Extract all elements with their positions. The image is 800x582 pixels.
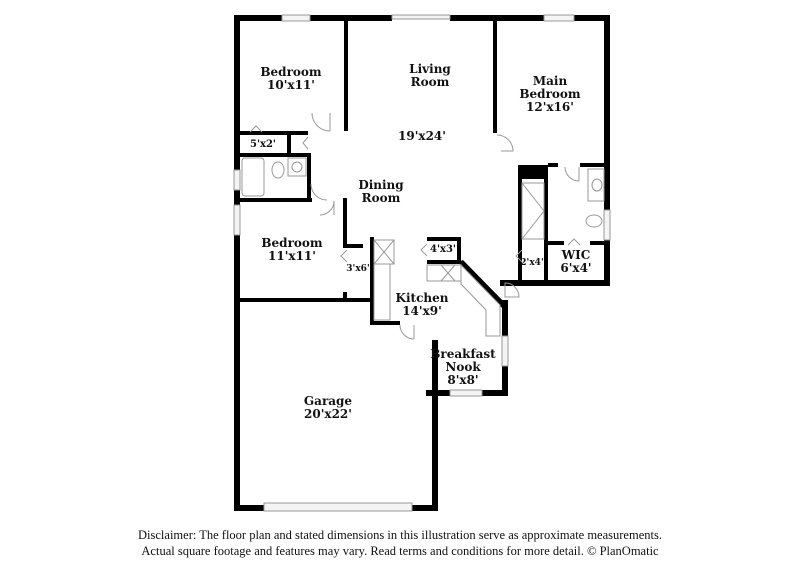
windows <box>233 14 611 512</box>
room-name: Garage <box>303 394 353 408</box>
room-name-line1: Dining <box>358 178 404 192</box>
room-dims: 12'x16' <box>526 100 574 114</box>
room-label-closet-3: 2'x4' <box>520 258 543 268</box>
room-dims: 3'x6' <box>346 264 370 274</box>
room-name-line1: Breakfast <box>430 347 496 361</box>
room-name: Bedroom <box>261 236 323 250</box>
room-dims: 20'x22' <box>304 407 352 421</box>
room-dims: 5'x2' <box>249 139 277 150</box>
room-name-line1: Main <box>532 74 568 88</box>
room-dims: 10'x11' <box>267 78 315 92</box>
disclaimer: Disclaimer: The floor plan and stated di… <box>0 527 800 559</box>
room-label-closet-1: 5'x2' <box>250 139 276 150</box>
room-name: Bedroom <box>260 65 322 79</box>
room-dims: 4'x3' <box>429 244 457 255</box>
room-dims: 8'x8' <box>447 373 479 387</box>
room-label-wic: WIC 6'x4' <box>560 249 591 275</box>
disclaimer-line-2: Actual square footage and features may v… <box>141 544 659 558</box>
room-name-line2: Bedroom <box>519 87 581 101</box>
toilet <box>271 161 285 179</box>
room-dims: 14'x9' <box>402 304 442 318</box>
interior-walls <box>240 21 606 325</box>
room-dims: 2'x4' <box>520 258 544 268</box>
room-label-kitchen: Kitchen 14'x9' <box>396 292 449 318</box>
room-dims: 6'x4' <box>560 261 592 275</box>
room-name-line2: Room <box>361 191 401 205</box>
room-dims-living-room: 19'x24' <box>398 130 446 143</box>
room-label-breakfast-nook: Breakfast Nook 8'x8' <box>430 348 495 387</box>
room-label-pantry: 4'x3' <box>430 244 456 255</box>
fixtures <box>241 157 605 337</box>
room-name-line2: Nook <box>445 360 481 374</box>
room-label-bedroom-1: Bedroom 10'x11' <box>260 66 321 92</box>
disclaimer-line-1: Disclaimer: The floor plan and stated di… <box>138 528 662 542</box>
room-label-garage: Garage 20'x22' <box>304 395 352 421</box>
bathtub <box>241 157 265 197</box>
room-label-dining-room: Dining Room <box>358 179 403 205</box>
room-label-bedroom-2: Bedroom 11'x11' <box>261 237 322 263</box>
room-name: WIC <box>561 248 591 262</box>
counter <box>426 264 462 282</box>
exterior-walls <box>234 15 610 511</box>
master-toilet <box>585 214 603 228</box>
room-name-line1: Living <box>409 62 451 76</box>
doors <box>249 112 581 340</box>
room-dims: 19'x24' <box>398 129 446 143</box>
room-label-living-room: Living Room <box>409 63 451 89</box>
room-name: Kitchen <box>395 291 449 305</box>
room-name-line2: Room <box>410 75 450 89</box>
shower <box>521 182 545 240</box>
room-dims: 11'x11' <box>268 249 316 263</box>
room-label-closet-2: 3'x6' <box>346 264 369 274</box>
room-label-main-bedroom: Main Bedroom 12'x16' <box>519 75 580 114</box>
